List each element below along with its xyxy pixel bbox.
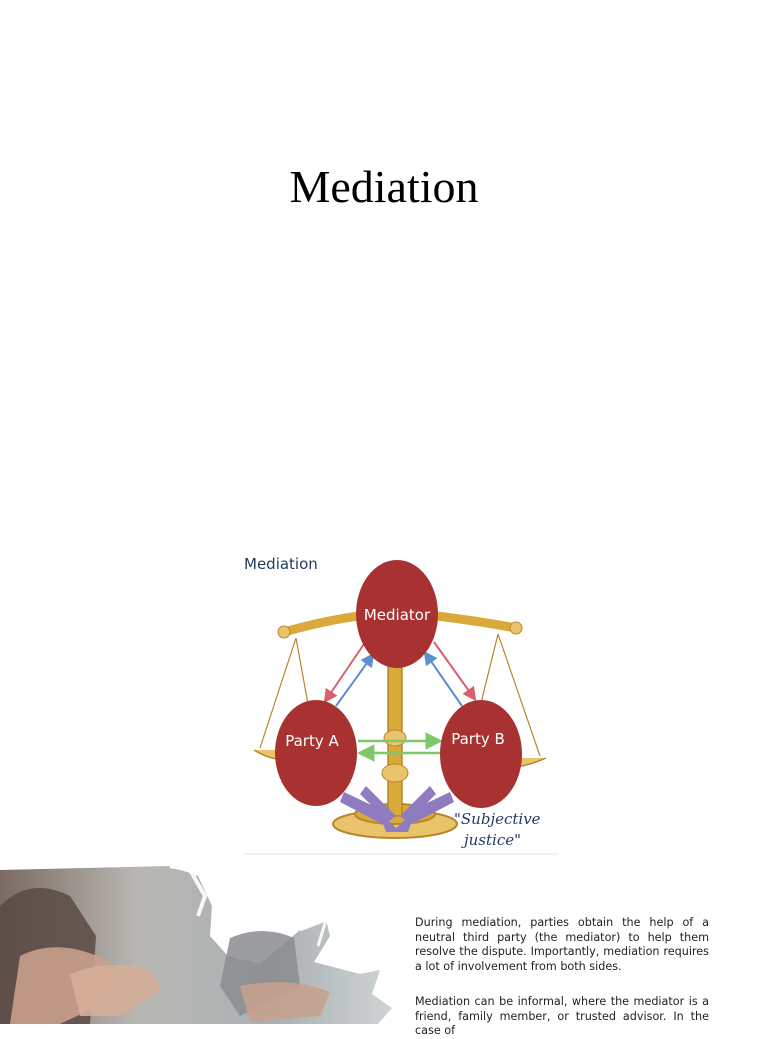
page-title: Mediation (289, 161, 479, 212)
party-a-label: Party A (285, 732, 339, 750)
party-b-label: Party B (451, 730, 505, 748)
paragraph-1: During mediation, parties obtain the hel… (415, 916, 709, 973)
mediator-circle (356, 560, 438, 668)
caption-line-2: justice" (461, 831, 521, 849)
body-text: During mediation, parties obtain the hel… (415, 916, 709, 1039)
arrow-mediator-to-party-b (433, 641, 477, 702)
arrow-party-b-to-mediator (423, 650, 463, 707)
paragraph-2: Mediation can be informal, where the med… (415, 995, 709, 1037)
caption-line-1: "Subjective (454, 810, 541, 828)
mediator-label: Mediator (364, 606, 431, 624)
arrow-party-a-to-mediator (335, 652, 375, 707)
party-a-circle (275, 700, 357, 806)
arrow-mediator-to-party-a (323, 643, 365, 704)
hands-photo (0, 864, 400, 1024)
justice-arrows (340, 786, 454, 832)
party-b-circle (440, 700, 522, 808)
diagram-label: Mediation (244, 555, 318, 573)
mediation-diagram: Mediation Mediator Party A Party B "Subj… (240, 548, 560, 856)
